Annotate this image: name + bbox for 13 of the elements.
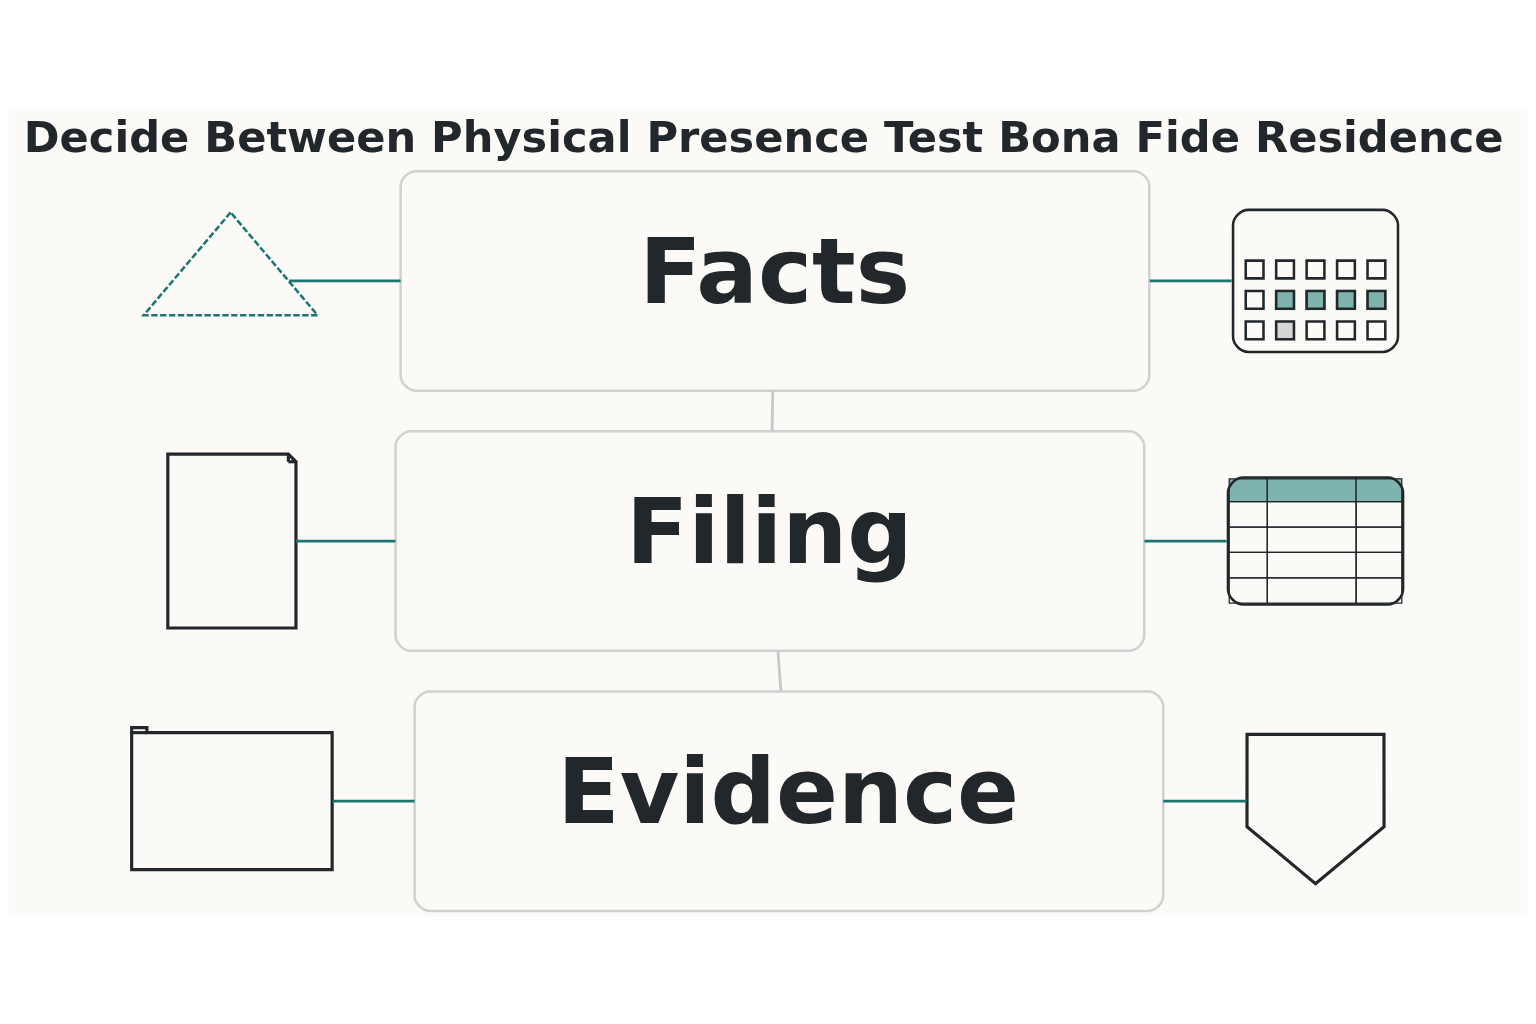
connector xyxy=(296,539,396,542)
node-box: Facts xyxy=(399,169,1151,392)
connector xyxy=(1144,539,1227,542)
connector xyxy=(332,799,415,803)
connector xyxy=(1163,799,1247,803)
node-picture xyxy=(1245,732,1386,886)
connector xyxy=(776,650,783,691)
connector xyxy=(770,390,775,431)
connector xyxy=(1149,279,1232,282)
node-box: Evidence xyxy=(413,689,1165,912)
diagram-title: Decide Between Physical Presence Test Bona Fide Residence xyxy=(23,111,1504,162)
connector xyxy=(289,279,401,282)
node-box: Filing xyxy=(394,429,1146,652)
